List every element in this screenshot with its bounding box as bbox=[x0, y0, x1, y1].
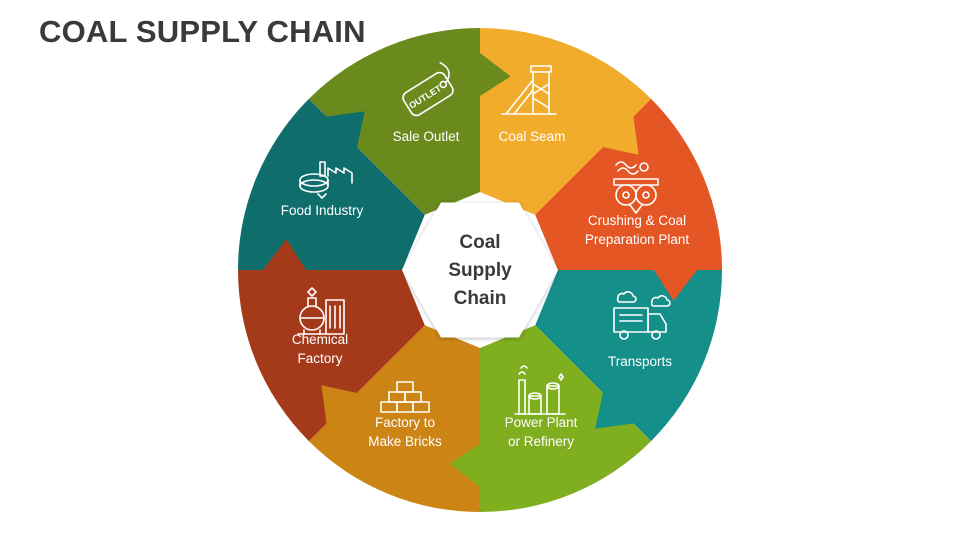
segment-bricks bbox=[308, 325, 480, 512]
label-sale-outlet: Sale Outlet bbox=[393, 129, 460, 144]
arrow-bricks bbox=[321, 385, 361, 429]
arrow-transports bbox=[595, 389, 639, 429]
segment-transports bbox=[535, 270, 722, 442]
chemical-factory-icon bbox=[297, 287, 345, 335]
label-food: Food Industry bbox=[281, 203, 364, 218]
segment-chemical bbox=[238, 270, 425, 442]
mine-icon bbox=[501, 65, 557, 115]
arrow-sale-outlet bbox=[476, 50, 511, 98]
arrow-chemical bbox=[260, 239, 308, 274]
segment-coal-seam bbox=[480, 28, 652, 215]
crusher-icon bbox=[613, 161, 659, 214]
bricks-icon bbox=[380, 381, 430, 413]
food-factory-icon bbox=[299, 161, 353, 199]
arrow-coal-seam bbox=[599, 111, 639, 155]
arrow-crushing bbox=[652, 266, 700, 301]
arrow-food bbox=[321, 111, 365, 151]
center-hexagon bbox=[402, 202, 558, 338]
segment-sale-outlet bbox=[308, 28, 480, 215]
segment-food bbox=[238, 98, 425, 271]
page-title: COAL SUPPLY CHAIN bbox=[39, 14, 366, 49]
power-plant-icon bbox=[514, 365, 566, 415]
label-coal-seam: Coal Seam bbox=[499, 129, 566, 144]
truck-icon bbox=[613, 291, 671, 340]
label-transports: Transports bbox=[608, 354, 672, 369]
arrow-power-plant bbox=[449, 442, 484, 490]
